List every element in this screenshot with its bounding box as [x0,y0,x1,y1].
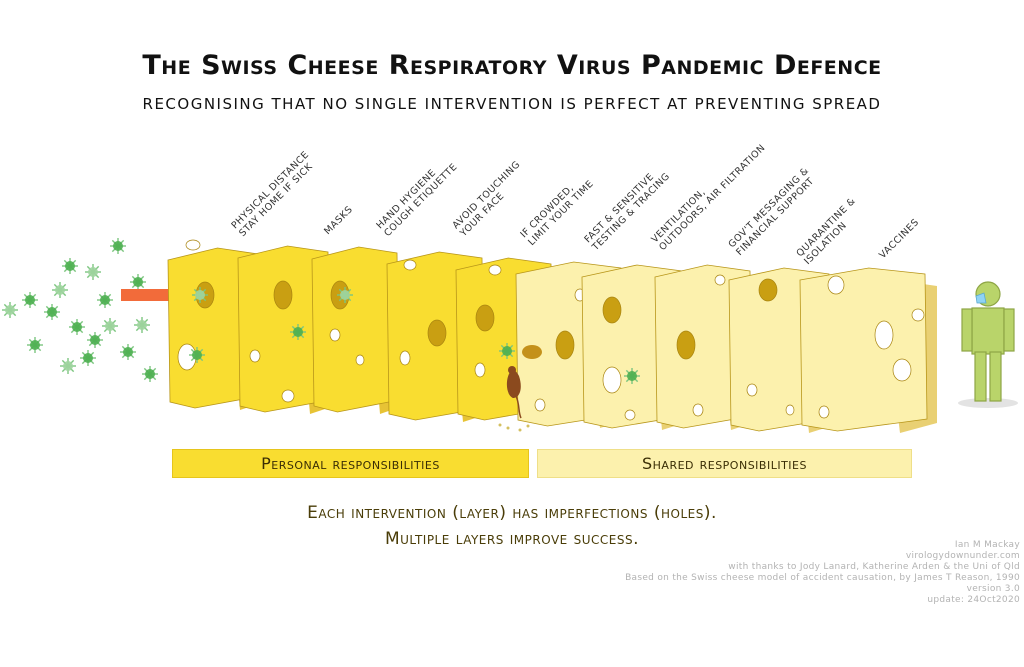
cheese-hole [874,320,894,350]
cheese-hole [827,275,845,295]
cheese-slice-10 [799,267,937,433]
cheese-hole [758,278,778,302]
caption: Each intervention (layer) has imperfecti… [0,500,1024,552]
cheese-hole [746,383,758,397]
cheese-hole [785,404,795,416]
diagram-subtitle: RECOGNISING THAT NO SINGLE INTERVENTION … [142,95,882,113]
virus-icon [192,287,208,303]
virus-icon [130,274,146,290]
cheese-hole [273,280,293,310]
virus-icon [142,366,158,382]
cheese-hole [249,349,261,363]
cheese-hole [534,398,546,412]
virus-icon [189,347,205,363]
virus-icon [120,344,136,360]
virus-cloud [2,238,158,382]
mouse-icon [498,345,542,432]
credit-based-on: Based on the Swiss cheese model of accid… [625,573,1020,583]
virus-icon [27,337,43,353]
credit-version: version 3.0 [966,584,1020,594]
virus-icon [2,302,18,318]
credit-update: update: 24Oct2020 [927,595,1020,605]
cheese-hole [818,405,830,419]
personal-responsibilities-band: Personal responsibilities [172,449,529,478]
virus-icon [52,282,68,298]
credits: Ian M Mackay virologydownunder.com with … [625,540,1020,606]
virus-icon [134,317,150,333]
mask-icon [975,292,987,304]
virus-icon [69,319,85,335]
cheese-hole [329,328,341,342]
cheese-hole [355,354,365,366]
person-icon [958,281,1018,408]
virus-icon [80,350,96,366]
shared-responsibilities-band: Shared responsibilities [537,449,912,478]
cheese-hole [714,274,726,286]
cheese-hole [427,319,447,347]
credit-author: Ian M Mackay [954,540,1020,550]
cheese-hole [474,362,486,378]
virus-icon [87,332,103,348]
virus-icon [110,238,126,254]
cheese-hole [475,304,495,332]
cheese-hole [892,358,912,382]
cheese-hole [602,296,622,324]
virus-icon [62,258,78,274]
cheese-hole [911,308,925,322]
virus-icon [499,343,515,359]
virus-icon [624,368,640,384]
cheese-hole [185,239,201,251]
cheese-hole [281,389,295,403]
caption-line-2: Multiple layers improve success. [384,529,640,549]
credit-thanks: with thanks to Jody Lanard, Katherine Ar… [728,562,1020,572]
virus-icon [97,292,113,308]
virus-icon [290,324,306,340]
cheese-hole [555,330,575,360]
cheese-hole [624,409,636,421]
cheese-hole [676,330,696,360]
cheese-hole [399,350,411,366]
cheese-hole [602,366,622,394]
virus-icon [102,318,118,334]
credit-site: virologydownunder.com [905,551,1020,561]
virus-icon [60,358,76,374]
cheese-hole [488,264,502,276]
virus-icon [85,264,101,280]
cheese-slices [167,239,937,433]
diagram-title: The Swiss Cheese Respiratory Virus Pande… [142,50,882,81]
virus-icon [337,287,353,303]
cheese-hole [692,403,704,417]
caption-line-1: Each intervention (layer) has imperfecti… [307,503,717,523]
cheese-hole [403,259,417,271]
virus-icon [44,304,60,320]
virus-icon [22,292,38,308]
